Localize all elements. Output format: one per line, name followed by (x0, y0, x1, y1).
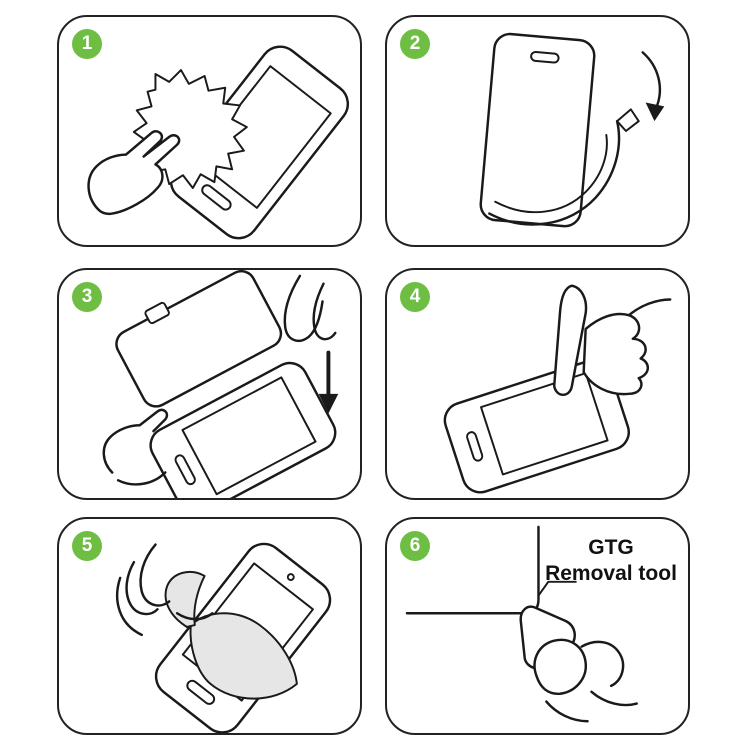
step-1-panel: 1 (57, 15, 362, 247)
peel-front-film-illustration (116, 542, 332, 733)
removal-tool-label-line2: Removal tool (545, 562, 677, 586)
align-protector-illustration (102, 270, 339, 498)
wipe-screen-with-cloth-illustration (87, 45, 350, 240)
step-5-badge: 5 (72, 531, 102, 561)
step-6-badge: 6 (400, 531, 430, 561)
step-1-badge: 1 (72, 29, 102, 59)
step-2-badge: 2 (400, 29, 430, 59)
removal-tool-label: GTG Removal tool (535, 535, 687, 588)
step-3-badge: 3 (72, 282, 102, 312)
step-4-panel: 4 (385, 268, 690, 500)
step-3-panel: 3 (57, 268, 362, 500)
removal-tool-label-line1: GTG (588, 536, 634, 559)
step-5-panel: 5 (57, 517, 362, 735)
removal-tool-illustration (405, 525, 638, 723)
peel-backing-film-illustration (479, 32, 665, 228)
step-2-panel: 2 (385, 15, 690, 247)
step-6-panel: 6 GTG Removal tool (385, 517, 690, 735)
press-screen-illustration (443, 284, 672, 494)
step-4-badge: 4 (400, 282, 430, 312)
